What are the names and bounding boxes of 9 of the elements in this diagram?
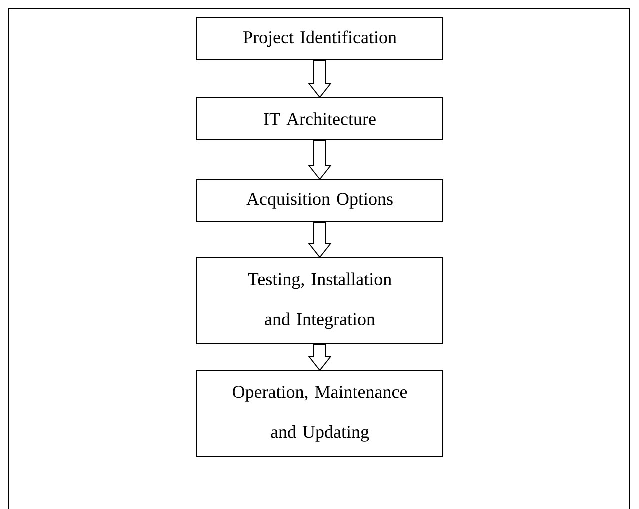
process-box: Project Identification	[196, 18, 444, 60]
process-box: Testing, Installation and Integration	[196, 258, 444, 344]
block-arrow	[308, 344, 332, 372]
block-arrow	[308, 60, 332, 98]
process-box: IT Architecture	[196, 98, 444, 140]
process-box: Operation, Maintenance and Updating	[196, 370, 444, 458]
process-box: Acquisition Options	[196, 180, 444, 222]
block-arrow	[308, 222, 332, 258]
block-arrow	[308, 140, 332, 180]
